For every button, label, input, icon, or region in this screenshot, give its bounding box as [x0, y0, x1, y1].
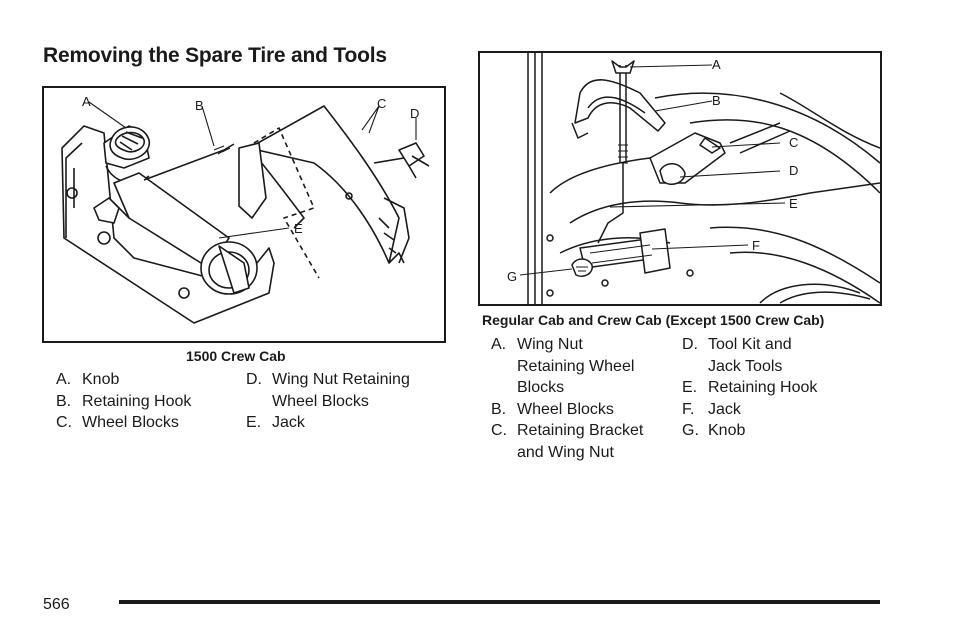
footer-rule — [119, 600, 880, 604]
spare-tire-storage-illustration: A B C D E F G — [507, 53, 880, 304]
figure-regular-cab: A B C D E F G — [478, 51, 882, 306]
callout-d: D — [410, 106, 419, 121]
callout-c: C — [789, 135, 798, 150]
figure-right-caption: Regular Cab and Crew Cab (Except 1500 Cr… — [482, 312, 825, 328]
figure-left-legend: A. Knob B. Retaining Hook C. Wheel Block… — [56, 371, 410, 431]
callout-e: E — [294, 221, 303, 236]
callout-d: D — [789, 163, 798, 178]
page-title: Removing the Spare Tire and Tools — [43, 44, 387, 67]
jack-and-wheel-blocks-illustration: A B C D E — [61, 94, 430, 324]
callout-a: A — [712, 57, 721, 72]
callout-f: F — [752, 238, 760, 253]
callout-a: A — [82, 94, 91, 109]
callout-b: B — [195, 98, 204, 113]
figure-right-legend: A. Wing Nut Retaining Wheel Blocks B. Wh… — [491, 336, 818, 461]
callout-e: E — [789, 196, 798, 211]
figure-1500-crew-cab: A B C D E — [42, 86, 446, 343]
callout-g: G — [507, 269, 517, 284]
callout-b: B — [712, 93, 721, 108]
callout-c: C — [377, 96, 386, 111]
figure-left-caption: 1500 Crew Cab — [186, 348, 286, 364]
page-number: 566 — [43, 596, 70, 613]
